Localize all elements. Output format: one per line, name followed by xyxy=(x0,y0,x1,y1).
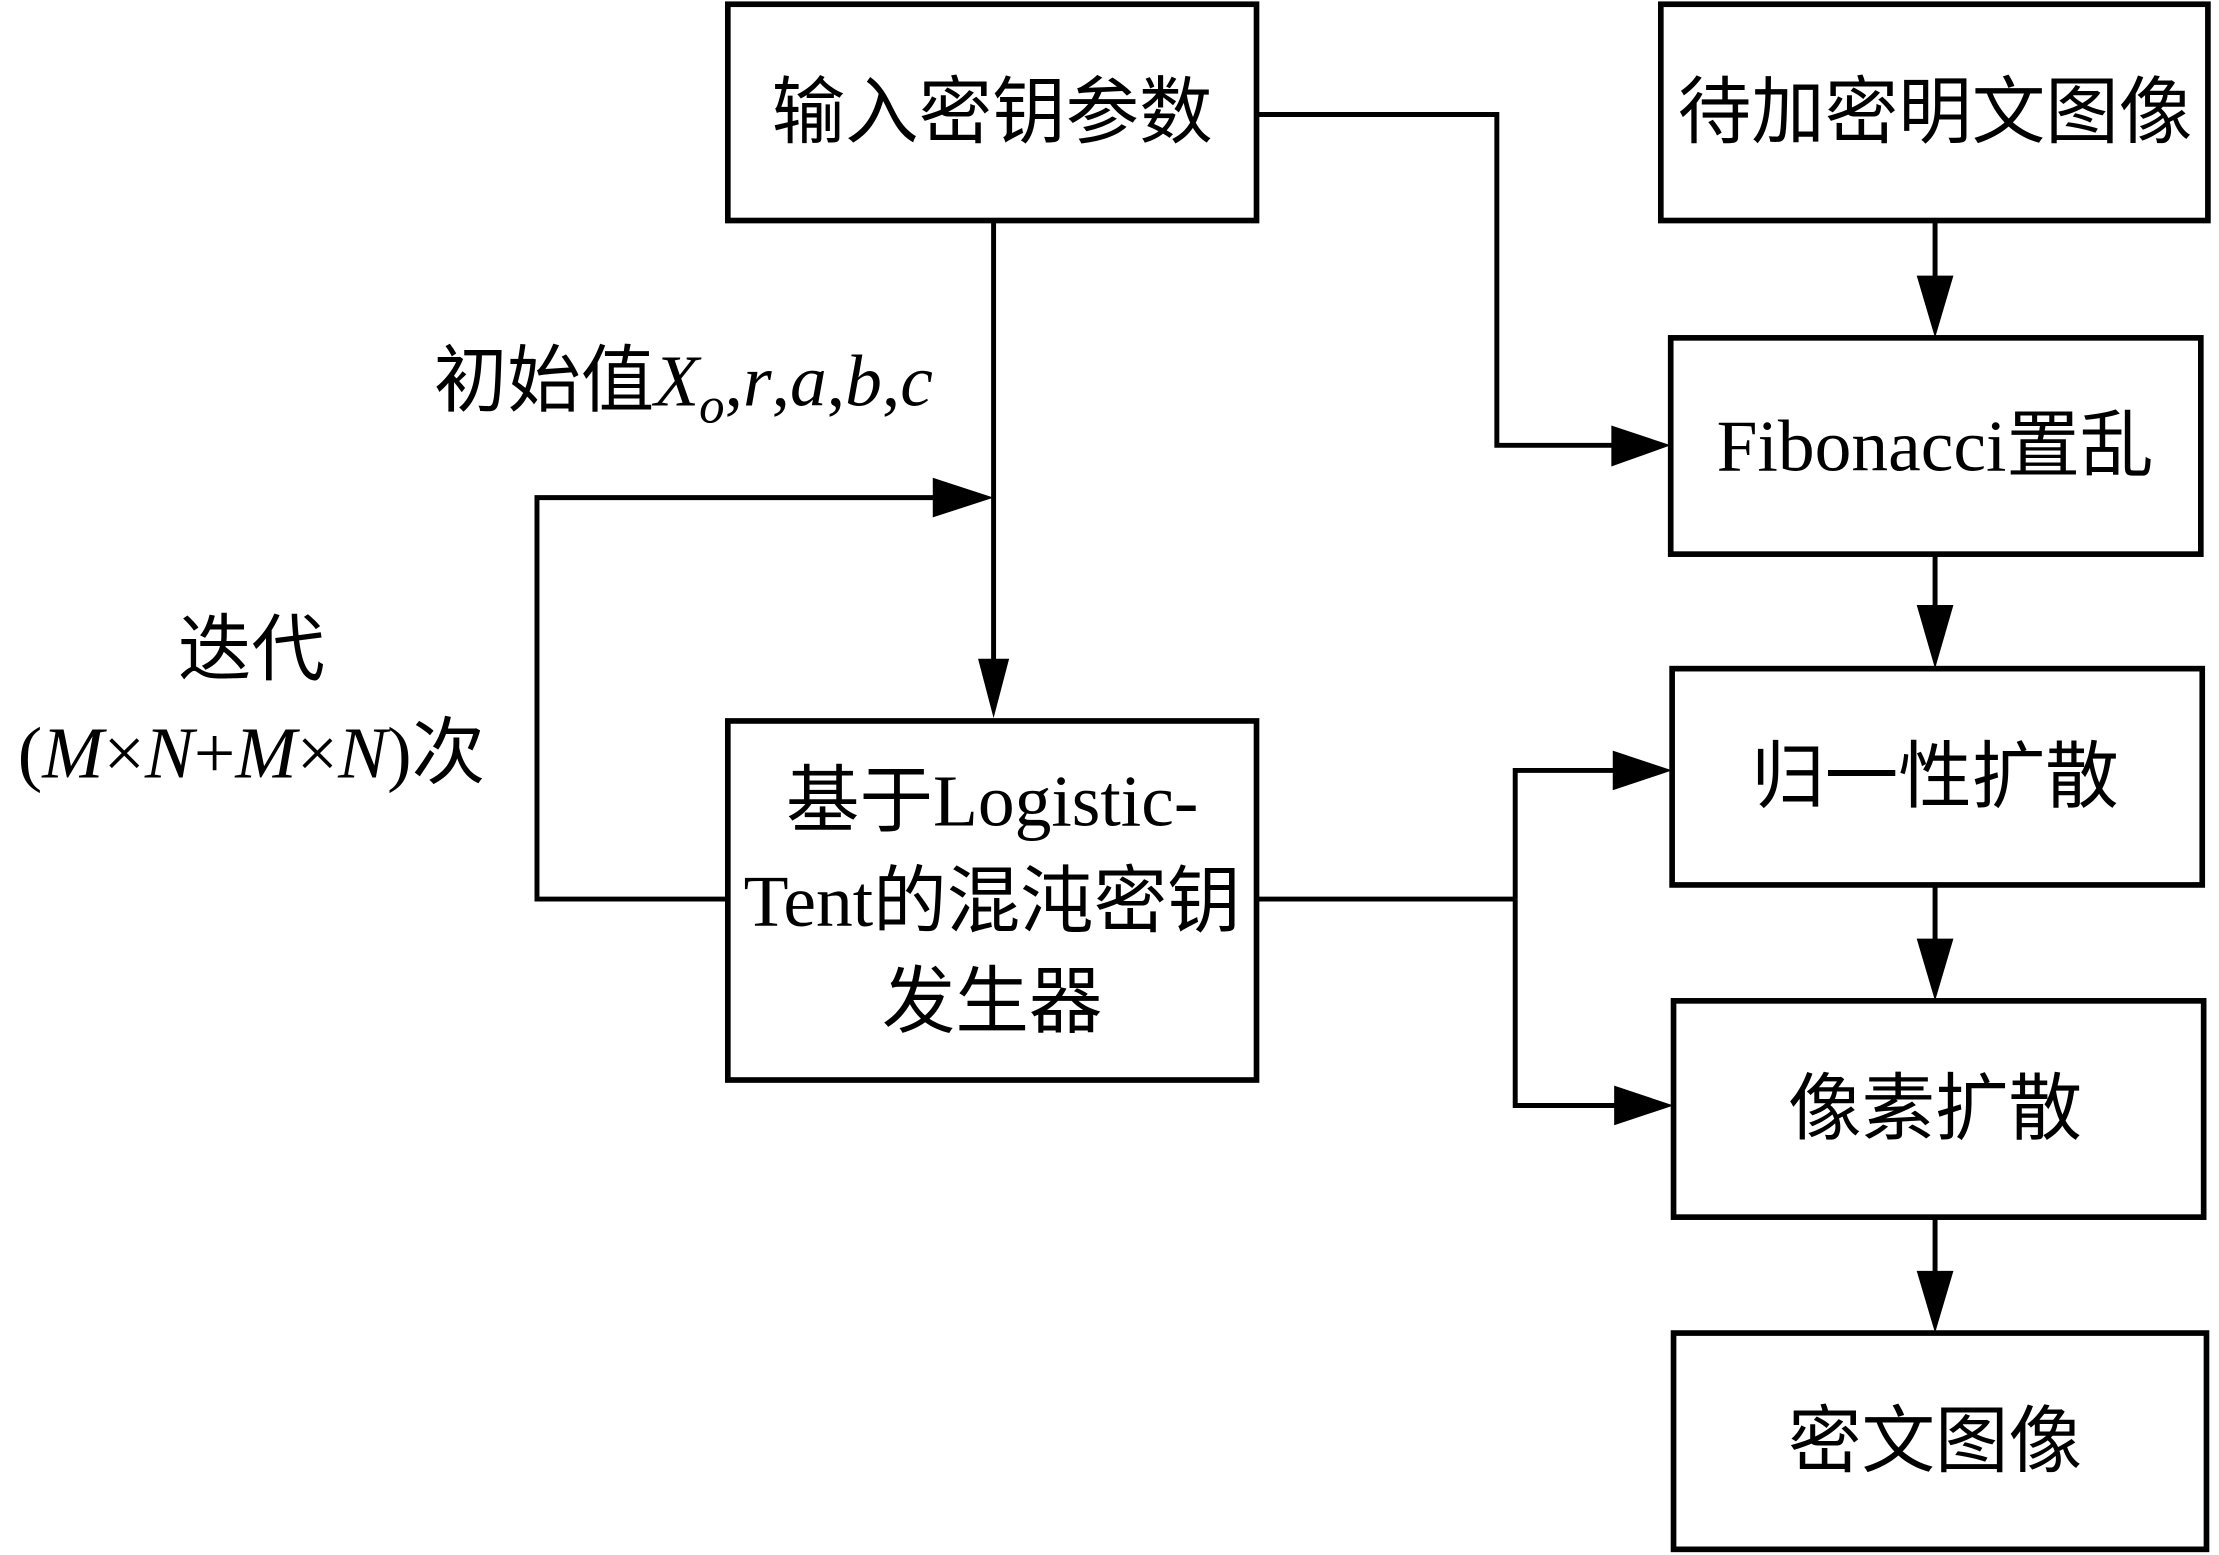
sep3: , xyxy=(827,341,845,422)
fibonacci-box xyxy=(1667,335,2204,557)
sub-o: o xyxy=(699,379,724,435)
edge-pixel-to-cipher xyxy=(1916,1217,1954,1334)
fibonacci-label: Fibonacci置乱 xyxy=(1717,406,2154,487)
iteration-label-line1: 迭代 xyxy=(178,609,325,690)
cipher-image-box xyxy=(1670,1330,2210,1553)
sep2: , xyxy=(772,341,790,422)
arrow-right-icon xyxy=(932,477,994,518)
edge-input-to-generator xyxy=(978,220,1010,719)
input-key-label: 输入密钥参数 xyxy=(772,72,1213,153)
key-generator-line1: 基于Logistic- xyxy=(786,761,1198,842)
arrow-down-icon xyxy=(1916,605,1954,669)
arrow-down-icon xyxy=(1916,938,1954,1001)
iteration-label-line2: (M×N+M×N)次 xyxy=(18,713,485,794)
var-b: b xyxy=(845,341,882,422)
sep4: , xyxy=(882,341,900,422)
edge-generator-to-normalize-line xyxy=(1512,767,1616,900)
iter-times2: × xyxy=(297,713,338,794)
cipher-image-label: 密文图像 xyxy=(1788,1401,2082,1482)
arrow-down-icon xyxy=(978,658,1010,719)
sep1: , xyxy=(725,341,743,422)
iter-close: ) xyxy=(387,713,411,794)
edge-normalize-to-pixel xyxy=(1916,884,1954,1001)
input-key-box xyxy=(724,1,1260,224)
var-X: X xyxy=(651,341,702,422)
node-pixel-diffusion: 像素扩散 xyxy=(1670,998,2207,1220)
node-fibonacci: Fibonacci置乱 xyxy=(1667,335,2204,557)
iter-times1: × xyxy=(103,713,144,794)
iter-plus: + xyxy=(194,713,235,794)
edge-generator-to-diffusion xyxy=(1256,750,1674,1126)
var-r: r xyxy=(743,341,772,422)
iter-M2: M xyxy=(234,713,300,794)
edge-generator-to-pixel-line xyxy=(1512,899,1617,1108)
normalize-diffusion-label: 归一性扩散 xyxy=(1751,737,2118,818)
key-generator-box xyxy=(724,718,1260,1083)
edge-input-to-fibonacci-line xyxy=(1256,112,1615,448)
pixel-diffusion-label: 像素扩散 xyxy=(1788,1069,2082,1150)
arrow-right-icon xyxy=(1614,1085,1674,1126)
node-key-generator: 基于Logistic- Tent的混沌密钥 发生器 xyxy=(724,718,1260,1083)
node-normalize-diffusion: 归一性扩散 xyxy=(1669,665,2206,888)
node-input-key: 输入密钥参数 xyxy=(724,1,1260,224)
arrow-down-icon xyxy=(1916,275,1954,338)
initial-values-prefix: 初始值 xyxy=(434,341,654,422)
pixel-diffusion-box xyxy=(1670,998,2207,1220)
arrow-down-icon xyxy=(1916,1270,1954,1334)
initial-values-annotation: 初始值Xo,r,a,b,c xyxy=(434,341,933,435)
iter-M1: M xyxy=(41,713,107,794)
plain-image-label: 待加密明文图像 xyxy=(1678,72,2192,153)
edge-fibonacci-to-normalize xyxy=(1916,554,1954,669)
node-plain-image: 待加密明文图像 xyxy=(1657,1,2211,224)
edge-input-to-fibonacci xyxy=(1256,112,1671,467)
plain-image-box xyxy=(1657,1,2211,224)
edge-plain-to-fibonacci xyxy=(1916,220,1954,338)
iter-N2: N xyxy=(337,713,391,794)
arrow-right-icon xyxy=(1612,750,1673,791)
node-cipher-image: 密文图像 xyxy=(1670,1330,2210,1553)
iter-suffix: 次 xyxy=(412,713,486,794)
var-c: c xyxy=(900,341,933,422)
arrow-right-icon xyxy=(1611,425,1671,467)
iter-N1: N xyxy=(144,713,198,794)
key-generator-line2: Tent的混沌密钥 xyxy=(744,861,1241,942)
iter-open: ( xyxy=(18,713,42,794)
edge-feedback-loop xyxy=(534,477,994,902)
var-a: a xyxy=(790,341,827,422)
feedback-loop-line xyxy=(534,495,939,902)
key-generator-line3: 发生器 xyxy=(882,961,1103,1042)
